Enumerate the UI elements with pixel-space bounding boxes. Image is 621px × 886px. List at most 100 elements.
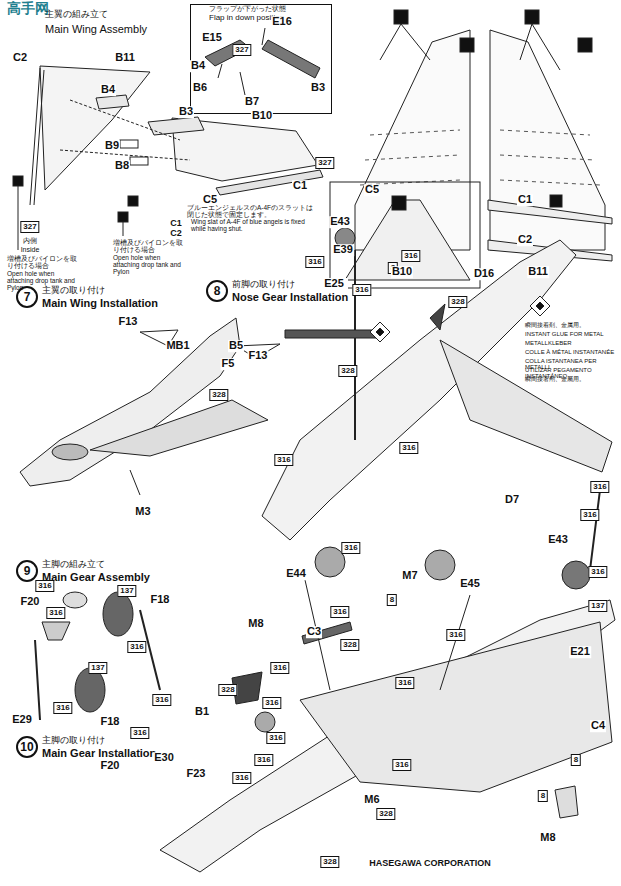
- drawing-stroke: [34, 70, 44, 205]
- drawing-stroke: [60, 150, 190, 160]
- paint-callout: 316: [392, 759, 411, 771]
- paint-number: 327: [318, 158, 331, 167]
- part-label: B4: [100, 84, 116, 96]
- drawing-stroke: [90, 400, 268, 456]
- drawing-stroke: [96, 95, 129, 109]
- part-label: E39: [332, 244, 354, 256]
- paint-callout: 316: [266, 732, 285, 744]
- drawing-stroke: [30, 68, 40, 205]
- part-label: M6: [363, 794, 380, 806]
- part-label: E30: [153, 752, 175, 764]
- drawing-stroke: [40, 66, 150, 190]
- paint-number: 316: [38, 581, 51, 590]
- inset-caption: Flap in down position: [191, 13, 331, 22]
- part-label: F13: [118, 316, 139, 328]
- part-label: B5: [228, 340, 244, 352]
- paint-callout: 316: [401, 250, 420, 262]
- part-label: B9: [104, 140, 120, 152]
- part-label: B1: [194, 706, 210, 718]
- drawing-stroke: [500, 155, 595, 160]
- part-label: C2: [12, 52, 28, 64]
- drawing-stroke: [13, 176, 23, 186]
- drawing-stroke: [520, 24, 532, 60]
- wing-assembly-parts: [13, 66, 323, 250]
- paint-callout: 327: [20, 221, 39, 233]
- drawing-stroke: [460, 38, 474, 52]
- paint-callout: 316: [305, 256, 324, 268]
- step-title: 主翼の取り付けMain Wing Installation: [42, 284, 158, 309]
- part-label: MB1: [165, 340, 190, 352]
- part-label: D16: [473, 268, 495, 280]
- part-label: E44: [285, 568, 307, 580]
- paint-callout: 316: [274, 454, 293, 466]
- step-title: 主脚の組み立てMain Gear Assembly: [42, 558, 150, 583]
- step-heading: 7主翼の取り付けMain Wing Installation: [16, 284, 158, 309]
- drawing-stroke: [530, 296, 550, 316]
- drawing-stroke: [380, 24, 401, 60]
- part-label: F5: [221, 358, 236, 370]
- step-title-en: Main Gear Installation: [42, 747, 156, 759]
- step-title-en: Main Gear Assembly: [42, 571, 150, 583]
- part-label: Inside: [20, 246, 41, 253]
- step9-gear: [35, 592, 160, 753]
- paint-callout: 8: [387, 594, 397, 606]
- inset-caption: フラップが下がった状態: [191, 5, 331, 13]
- paint-number: 316: [591, 567, 604, 576]
- paint-number: 328: [212, 390, 225, 399]
- step-number: 8: [206, 280, 228, 302]
- note-text: 増槽及びパイロンを取り付ける場合: [112, 240, 184, 254]
- step-number: 10: [16, 736, 38, 758]
- paint-number: 316: [402, 443, 415, 452]
- paint-callout: 328: [320, 856, 339, 868]
- paint-callout: 316: [35, 580, 54, 592]
- paint-callout: 316: [590, 481, 609, 493]
- note-text: 瞬間接著劑、金屬用。: [524, 376, 616, 382]
- paint-number: 328: [451, 297, 464, 306]
- paint-number: 328: [221, 685, 234, 694]
- part-label: F18: [150, 594, 171, 606]
- paint-number: 316: [395, 760, 408, 769]
- part-label: C5: [364, 184, 380, 196]
- drawing-stroke: [360, 130, 600, 185]
- paint-number: 316: [308, 257, 321, 266]
- paint-callout: 328: [448, 296, 467, 308]
- drawing-stroke: [536, 302, 544, 310]
- part-label: B8: [114, 160, 130, 172]
- paint-callout: 327: [232, 44, 251, 56]
- drawing-stroke: [394, 10, 408, 24]
- paint-number: 316: [404, 251, 417, 260]
- paint-callout: 316: [130, 727, 149, 739]
- drawing-stroke: [562, 561, 590, 589]
- drawing-stroke: [35, 640, 40, 720]
- part-label: M8: [247, 618, 264, 630]
- paint-callout: 316: [330, 606, 349, 618]
- wing-plan-views: [330, 10, 612, 288]
- drawing-stroke: [70, 100, 180, 140]
- paint-callout: 316: [262, 697, 281, 709]
- drawing-stroke: [128, 196, 138, 206]
- drawing-stroke: [550, 195, 562, 207]
- part-label: E21: [569, 646, 591, 658]
- paint-callout: 137: [588, 600, 607, 612]
- drawing-stroke: [262, 40, 320, 78]
- paint-callout: 328: [209, 389, 228, 401]
- part-label: M3: [134, 506, 151, 518]
- drawing-stroke: [218, 64, 222, 78]
- paint-number: 316: [398, 678, 411, 687]
- part-label: F20: [100, 760, 121, 772]
- drawing-stroke: [500, 130, 590, 135]
- paint-callout: 137: [88, 662, 107, 674]
- paint-callout: 316: [395, 677, 414, 689]
- drawing-stroke: [555, 786, 578, 818]
- part-label: B6: [192, 82, 208, 94]
- step-title-en: Main Wing Installation: [42, 297, 158, 309]
- paint-number: 137: [91, 663, 104, 672]
- part-label: D7: [504, 494, 520, 506]
- drawing-stroke: [148, 117, 204, 135]
- paint-number: 137: [120, 586, 133, 595]
- paint-callout: 316: [399, 442, 418, 454]
- part-label: B3: [310, 82, 326, 94]
- paint-callout: 316: [580, 509, 599, 521]
- drawing-stroke: [130, 470, 140, 495]
